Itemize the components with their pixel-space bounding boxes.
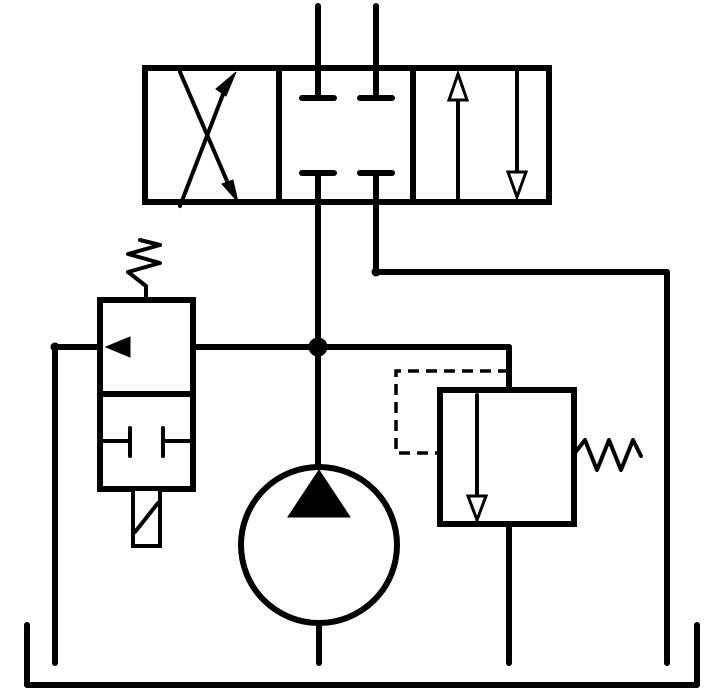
- relief-valve-envelope: [437, 387, 577, 527]
- valve-envelope-center: [276, 65, 416, 205]
- main-junction-dot: [308, 337, 328, 357]
- pressure-relief-valve: [394, 344, 643, 666]
- pump-direction-triangle: [287, 469, 351, 518]
- cross-arrow-2-head: [221, 179, 239, 203]
- parallel-arrow-up-head: [446, 69, 470, 102]
- return-line: [373, 199, 670, 666]
- cross-arrow-1-head: [215, 71, 237, 97]
- solenoid-valve: [97, 238, 196, 548]
- return-line-bend-dot: [371, 267, 381, 277]
- hydraulic-pump: [238, 464, 400, 666]
- solenoid-spring-icon: [126, 238, 162, 302]
- parallel-arrow-down-head: [505, 170, 529, 202]
- relief-arrow-head: [465, 494, 489, 525]
- relief-pilot-line: [394, 369, 509, 455]
- valve-envelope-right: [410, 65, 552, 205]
- tank: [24, 622, 700, 688]
- solenoid-coil-diagonal: [133, 501, 160, 534]
- cross-arrow-1: [178, 82, 229, 208]
- solenoid-flow-arrow-head: [104, 336, 131, 358]
- relief-spring-icon: [572, 438, 643, 472]
- valve-envelope-left: [142, 65, 282, 205]
- directional-control-valve: [142, 65, 552, 208]
- cross-arrow-2: [178, 70, 232, 190]
